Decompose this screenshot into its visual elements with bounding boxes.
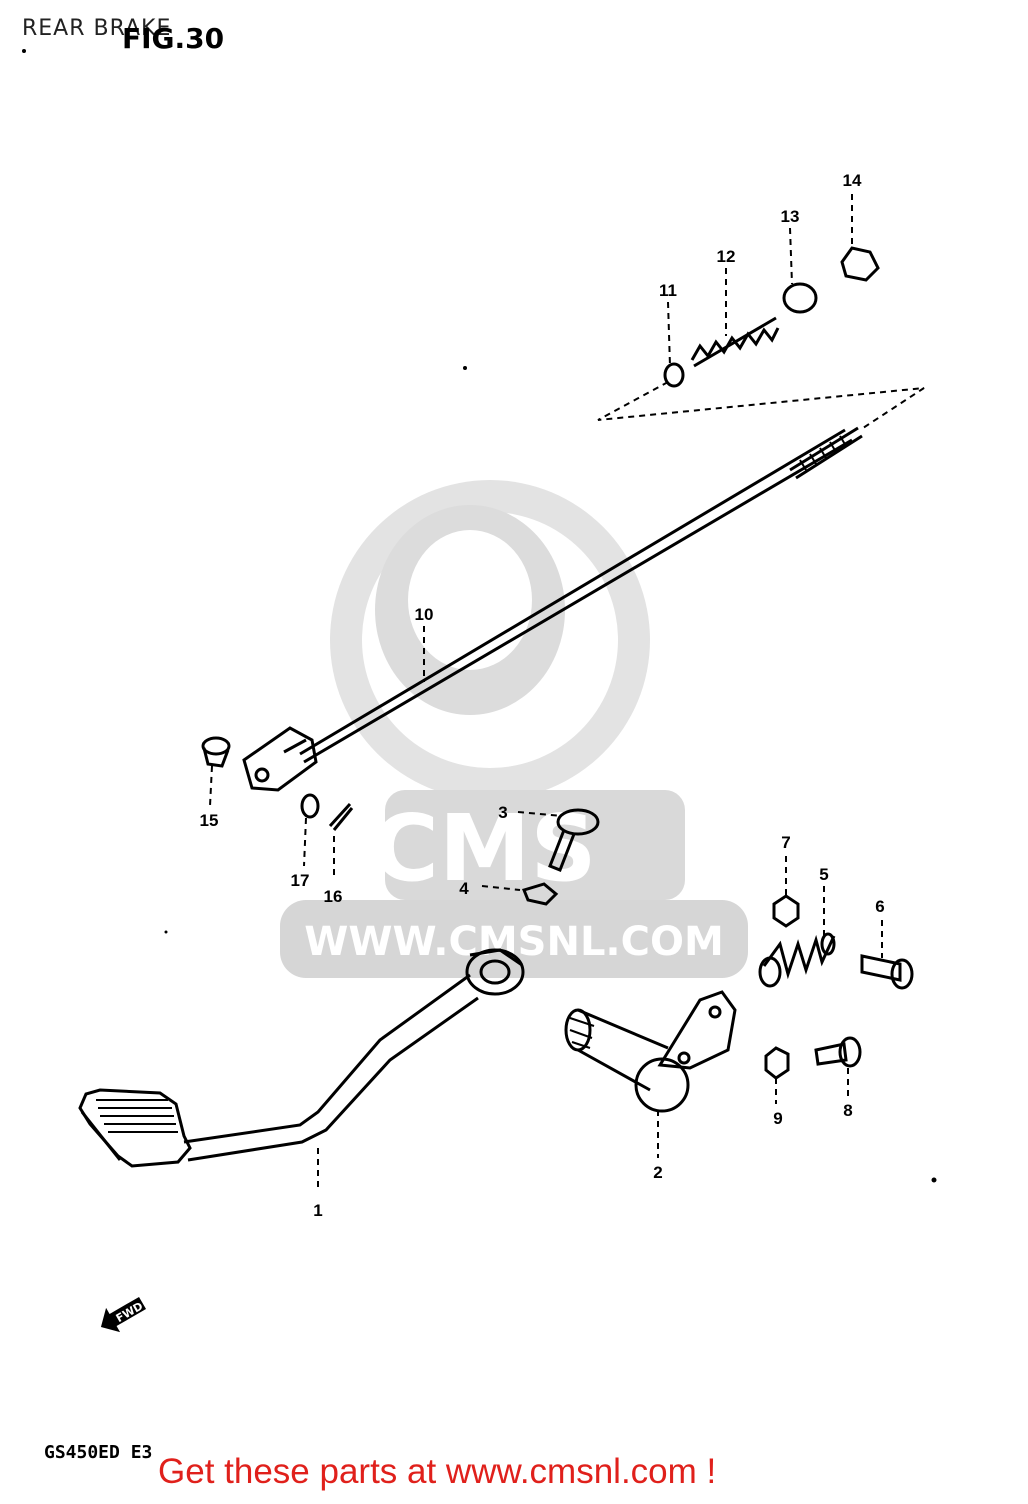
- callout-5: 5: [819, 865, 828, 884]
- forward-direction-arrow: FWD: [100, 1296, 147, 1333]
- callout-4: 4: [459, 879, 469, 898]
- model-code: GS450ED E3: [44, 1442, 153, 1463]
- leader-lines: [209, 194, 925, 1190]
- callout-6: 6: [875, 897, 884, 916]
- figure-number: FIG.30: [122, 22, 225, 55]
- callout-10: 10: [415, 605, 434, 624]
- callout-8: 8: [843, 1101, 852, 1120]
- callout-labels: 1 2 3 4 5 6 7 8 9 10 11 12 13 14 15 16 1…: [200, 171, 885, 1220]
- callout-1: 1: [313, 1201, 322, 1220]
- watermark-logo: CMS WWW.CMSNL.COM: [280, 480, 748, 978]
- callout-14: 14: [843, 171, 862, 190]
- callout-11: 11: [659, 281, 677, 300]
- page-title: REAR BRAKE: [22, 16, 172, 41]
- watermark-cms: CMS: [371, 795, 596, 902]
- part-brake-rod: [242, 426, 863, 792]
- callout-17: 17: [291, 871, 310, 890]
- callout-9: 9: [773, 1109, 782, 1128]
- callout-3: 3: [498, 803, 507, 822]
- get-parts-link[interactable]: Get these parts at www.cmsnl.com !: [158, 1452, 717, 1491]
- callout-2: 2: [653, 1163, 662, 1182]
- callout-13: 13: [781, 207, 800, 226]
- callout-15: 15: [200, 811, 219, 830]
- callout-12: 12: [717, 247, 736, 266]
- part-brake-shaft: [564, 990, 737, 1113]
- part-brake-pedal: [78, 948, 525, 1168]
- callout-7: 7: [781, 833, 790, 852]
- callout-16: 16: [324, 887, 343, 906]
- print-specks: [22, 49, 937, 1183]
- part-small-fasteners: [201, 246, 914, 1080]
